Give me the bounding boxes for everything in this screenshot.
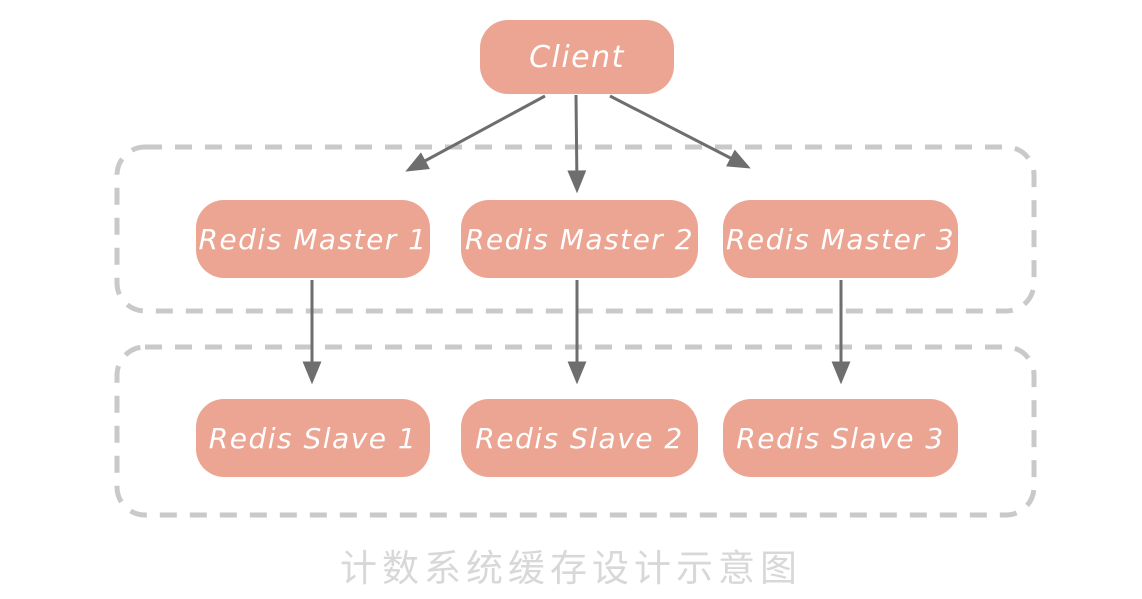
redis-master-1-node: Redis Master 1 <box>196 200 430 278</box>
redis-master-3-node: Redis Master 3 <box>723 200 958 278</box>
redis-slave-3-node: Redis Slave 3 <box>723 399 958 477</box>
redis-slave-1-node: Redis Slave 1 <box>196 399 430 477</box>
client-node: Client <box>480 20 674 94</box>
diagram-caption: 计数系统缓存设计示意图 <box>340 547 802 590</box>
edge-client-master2-arrow <box>567 94 587 194</box>
redis-slave-2-node: Redis Slave 2 <box>461 399 698 477</box>
redis-master-2-node: Redis Master 2 <box>461 200 698 278</box>
edge-client-master1-arrow <box>405 94 546 172</box>
edge-client-master3-arrow <box>609 94 751 169</box>
